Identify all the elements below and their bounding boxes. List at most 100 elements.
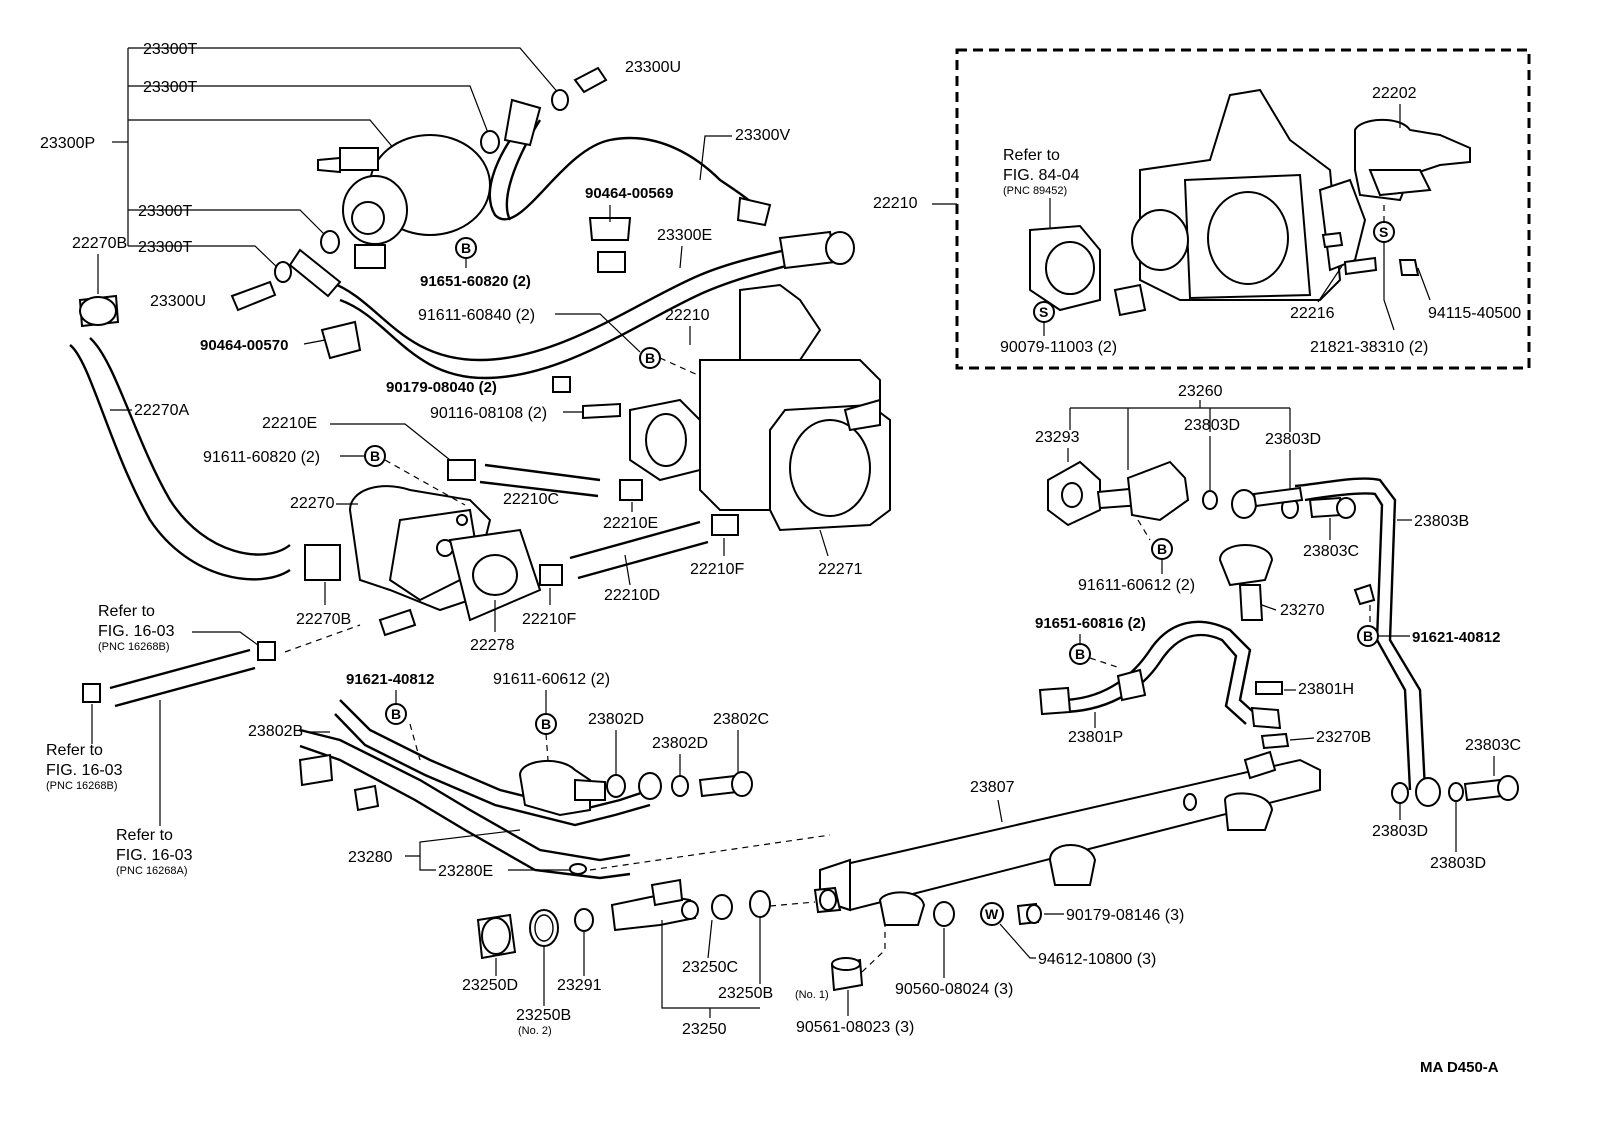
label-22210D: 22210D [604, 587, 660, 604]
label-22270: 22270 [290, 495, 335, 512]
label-23807: 23807 [970, 779, 1015, 796]
label-23300E: 23300E [657, 227, 712, 244]
label-23801P: 23801P [1068, 729, 1123, 746]
fuel-delivery-pipe: 23807 [769, 750, 1321, 926]
diagram-code: MA D450-A [1420, 1059, 1499, 1076]
refer-text: (PNC 16268B) [98, 641, 170, 653]
refer-text: FIG. 16-03 [98, 623, 175, 640]
label-23803D: 23803D [1265, 431, 1321, 448]
refer-text: Refer to [116, 827, 173, 844]
label-23270: 23270 [1280, 602, 1325, 619]
label-23280E: 23280E [438, 863, 493, 880]
callout-b: B [461, 240, 471, 256]
label-23300T: 23300T [138, 203, 192, 220]
refer-text: (PNC 89452) [1003, 185, 1067, 197]
label-22210F: 22210F [690, 561, 744, 578]
refer-text: (PNC 16268A) [116, 865, 188, 877]
label-23260: 23260 [1178, 383, 1223, 400]
refer-text: Refer to [98, 603, 155, 620]
callout-b: B [1363, 628, 1373, 644]
callout-b: B [645, 350, 655, 366]
label-23802D: 23802D [652, 735, 708, 752]
label-94115-40500: 94115-40500 [1428, 305, 1521, 322]
pipe-union-bolts: 23803C 23803D 23803D [1372, 737, 1521, 872]
label-23250D: 23250D [462, 977, 518, 994]
water-outlet: 22270 22278 [284, 485, 542, 654]
label-22270B: 22270B [72, 235, 127, 252]
label-23803D: 23803D [1372, 823, 1428, 840]
callout-b: B [1075, 646, 1085, 662]
label-90179-08040: 90179-08040 (2) [386, 379, 497, 396]
label-91651-60820: 91651-60820 (2) [420, 273, 531, 290]
fuel-return-pipe: 23802B 91621-40812 B 91611-60612 (2) B 2… [248, 671, 831, 880]
label-90179-08146: 90179-08146 (3) [1066, 907, 1184, 924]
label-23803D: 23803D [1430, 855, 1486, 872]
callout-b: B [1157, 541, 1167, 557]
label-91621-40812: 91621-40812 [346, 671, 434, 688]
label-23293: 23293 [1035, 429, 1080, 446]
label-22210E: 22210E [262, 415, 317, 432]
label-90464-00570: 90464-00570 [200, 337, 288, 354]
refer-text: FIG. 84-04 [1003, 167, 1080, 184]
label-90560-08024: 90560-08024 (3) [895, 981, 1013, 998]
label-23300U: 23300U [150, 293, 206, 310]
refer-text: FIG. 16-03 [116, 847, 193, 864]
label-94612-10800: 94612-10800 (3) [1038, 951, 1156, 968]
label-23250B: 23250B [516, 1007, 571, 1024]
label-23802B: 23802B [248, 723, 303, 740]
label-23801H: 23801H [1298, 681, 1354, 698]
label-22270B: 22270B [296, 611, 351, 628]
fuel-pipe-group: 23260 23293 23803D 23803D 23803B 23803C … [1035, 383, 1500, 791]
label-91611-60612: 91611-60612 (2) [493, 671, 610, 688]
refer-hoses: Refer to FIG. 16-03 (PNC 16268B) Refer t… [46, 603, 276, 877]
label-90079-11003: 90079-11003 (2) [1000, 339, 1117, 356]
label-23270B: 23270B [1316, 729, 1371, 746]
callout-b: B [541, 716, 551, 732]
callout-b: B [391, 706, 401, 722]
label-91651-60816: 91651-60816 (2) [1035, 615, 1146, 632]
label-23250B-note: (No. 1) [795, 989, 829, 1001]
label-21821-38310: 21821-38310 (2) [1310, 339, 1428, 356]
label-91611-60840: 91611-60840 (2) [418, 307, 535, 324]
rail-mount-bolts: 90561-08023 (3) 90560-08024 (3) W 94612-… [796, 901, 1184, 1036]
label-22210C: 22210C [503, 491, 559, 508]
air-valve-assembly: 23300P 23300T 23300T 23300T 23300T 23300… [40, 41, 855, 380]
label-23280: 23280 [348, 849, 393, 866]
label-23300V: 23300V [735, 127, 790, 144]
injector-group: 23250D 23250B (No. 2) 23291 23250C 23250… [462, 878, 829, 1038]
label-23250C: 23250C [682, 959, 738, 976]
callout-s: S [1379, 224, 1388, 240]
label-91611-60820: 91611-60820 (2) [203, 449, 320, 466]
refer-text: (PNC 16268B) [46, 780, 118, 792]
label-23802D: 23802D [588, 711, 644, 728]
label-90464-00569: 90464-00569 [585, 185, 673, 202]
label-23300U: 23300U [625, 59, 681, 76]
refer-text: FIG. 16-03 [46, 762, 123, 779]
label-22210: 22210 [665, 307, 710, 324]
label-23802C: 23802C [713, 711, 769, 728]
callout-s: S [1039, 304, 1048, 320]
label-23250B: 23250B [718, 985, 773, 1002]
label-23300T: 23300T [143, 41, 197, 58]
label-90561-08023: 90561-08023 (3) [796, 1019, 914, 1036]
water-bypass-hoses: 22270B 22270A 22270B [69, 235, 351, 628]
label-91621-40812: 91621-40812 [1412, 629, 1500, 646]
label-91611-60612: 91611-60612 (2) [1078, 577, 1195, 594]
callout-b: B [370, 448, 380, 464]
throttle-body: 22210 B 22271 90179-08040 (2) 90116-0810… [203, 283, 891, 628]
label-22210F: 22210F [522, 611, 576, 628]
label-23803D: 23803D [1184, 417, 1240, 434]
refer-text: Refer to [46, 742, 103, 759]
label-23300T: 23300T [138, 239, 192, 256]
label-23803C: 23803C [1465, 737, 1521, 754]
label-22210: 22210 [873, 195, 918, 212]
label-22270A: 22270A [134, 402, 189, 419]
label-23803C: 23803C [1303, 543, 1359, 560]
label-22216: 22216 [1290, 305, 1335, 322]
label-22210E: 22210E [603, 515, 658, 532]
refer-text: Refer to [1003, 147, 1060, 164]
label-23300T: 23300T [143, 79, 197, 96]
label-22271: 22271 [818, 561, 863, 578]
label-22278: 22278 [470, 637, 515, 654]
